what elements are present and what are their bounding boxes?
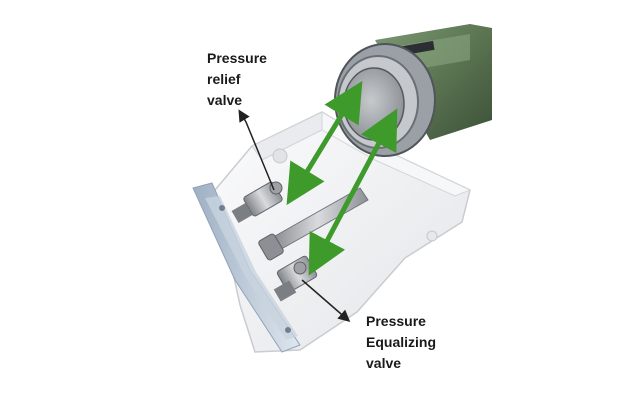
valve-flange [192,182,301,353]
callout-line: Equalizing [366,334,436,350]
pressure-relief-valve-label: Pressure relief valve [207,48,267,111]
pressure-equalizing-valve-label: Pressure Equalizing valve [366,311,436,374]
double-headed-arrow-icon [308,108,398,276]
leader-arrow-icon [301,279,351,322]
callout-line: relief [207,71,241,87]
callout-line: Pressure [207,50,267,66]
actuator-assembly [334,24,492,157]
callout-line: valve [207,92,243,108]
pressure-relief-valve-part [231,181,283,224]
callout-line: valve [366,355,402,371]
callout-line: Pressure [366,313,426,329]
leader-arrow-icon [238,109,275,191]
pressure-equalizing-valve-part [273,255,318,302]
